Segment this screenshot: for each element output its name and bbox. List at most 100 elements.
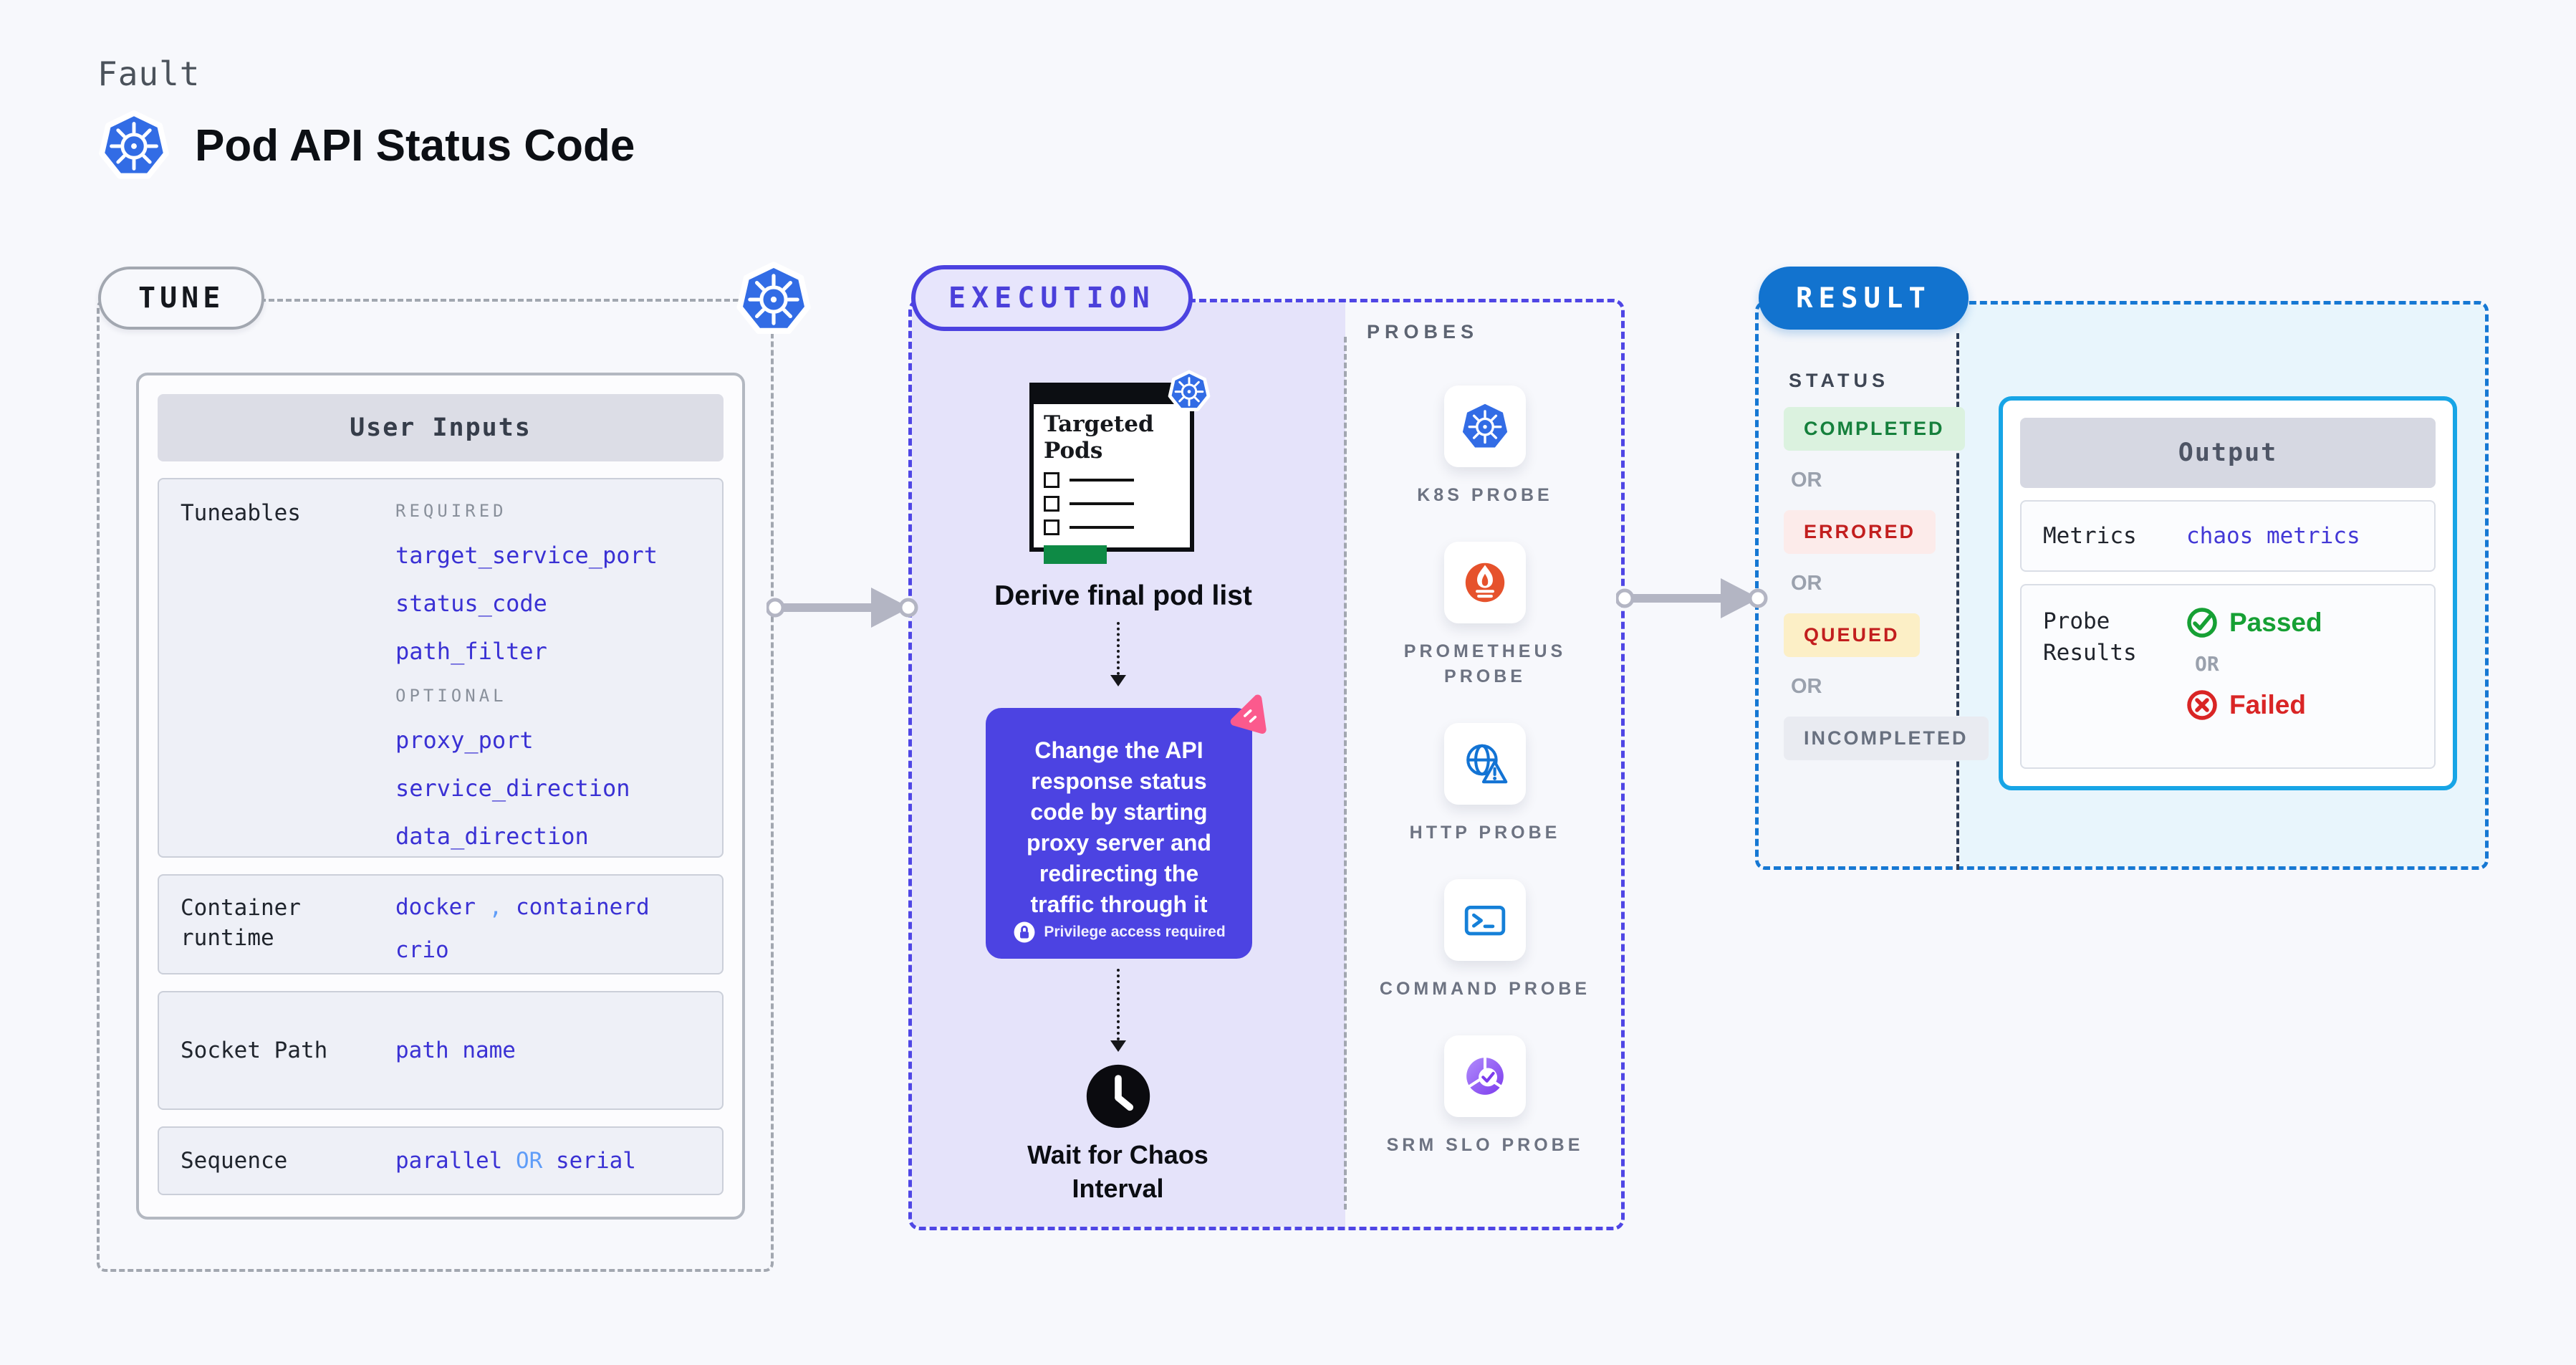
result-separator xyxy=(1956,333,1959,870)
socket-path-label: Socket Path xyxy=(181,1038,328,1063)
kubernetes-icon xyxy=(732,257,815,341)
page-header: Pod API Status Code xyxy=(95,105,635,186)
list-line xyxy=(1070,479,1134,482)
param-link[interactable]: path_filter xyxy=(395,638,547,665)
param-link[interactable]: data_direction xyxy=(395,823,589,850)
tuneables-params: REQUIRED target_service_port status_code… xyxy=(395,498,658,850)
probe-results-label: Probe Results xyxy=(2043,608,2137,666)
output-card: Output Metrics chaos metrics Probe Resul… xyxy=(1999,396,2457,790)
or-text: OR xyxy=(1791,469,1822,492)
tuneables-row: Tuneables REQUIRED target_service_port s… xyxy=(158,478,724,858)
sequence-value: serial xyxy=(555,1148,636,1174)
targeted-pods-card: Targeted Pods xyxy=(1029,383,1194,564)
status-column-bg xyxy=(1759,305,1960,866)
probe-card xyxy=(1444,1035,1526,1117)
passed-line: Passed xyxy=(2186,607,2322,638)
runtime-separator: , xyxy=(489,894,503,920)
tune-to-execution-arrow xyxy=(766,582,918,633)
x-circle-icon xyxy=(2186,689,2218,721)
clock-icon xyxy=(1084,1062,1153,1131)
sequence-row: Sequence parallel OR serial xyxy=(158,1126,724,1195)
container-runtime-label: Container runtime xyxy=(181,895,301,951)
param-link[interactable]: service_direction xyxy=(395,775,630,802)
privilege-note-text: Privilege access required xyxy=(1044,924,1226,940)
chaos-action-text: Change the API response status code by s… xyxy=(1027,737,1211,917)
result-section-pill: RESULT xyxy=(1759,267,1969,330)
runtime-value: crio xyxy=(395,937,449,963)
probe-card xyxy=(1443,385,1526,467)
checkbox-icon xyxy=(1044,496,1059,512)
lock-icon xyxy=(1012,920,1037,944)
probe-label: K8S PROBE xyxy=(1417,485,1553,505)
metrics-row: Metrics chaos metrics xyxy=(2020,500,2436,572)
chaos-action-card: Change the API response status code by s… xyxy=(986,708,1252,959)
tuneables-label: Tuneables xyxy=(181,500,301,526)
wait-chaos-caption: Wait for Chaos Interval xyxy=(1027,1140,1208,1203)
kubernetes-icon xyxy=(1461,402,1509,451)
failed-line: Failed xyxy=(2186,689,2322,721)
targeted-pods-title: Targeted Pods xyxy=(1044,411,1154,464)
runtime-value: containerd xyxy=(516,894,650,920)
socket-path-value: path name xyxy=(395,1038,516,1063)
sequence-value: parallel xyxy=(395,1148,503,1174)
probe-card xyxy=(1443,723,1526,805)
probe-results-values: Passed OR Failed xyxy=(2186,605,2322,747)
pod-list-item xyxy=(1044,496,1190,512)
kubernetes-icon xyxy=(95,105,173,186)
page-title: Pod API Status Code xyxy=(195,120,635,171)
param-link[interactable]: target_service_port xyxy=(395,542,658,569)
prometheus-flame-icon xyxy=(1461,558,1509,607)
tune-section-pill: TUNE xyxy=(98,267,265,330)
globe-warning-icon xyxy=(1461,739,1509,788)
execution-section-pill: EXECUTION xyxy=(911,265,1193,331)
user-inputs-card: User Inputs Tuneables REQUIRED target_se… xyxy=(136,373,745,1220)
sequence-values: parallel OR serial xyxy=(395,1148,636,1174)
check-circle-icon xyxy=(2186,607,2218,638)
probe-label: HTTP PROBE xyxy=(1409,823,1561,843)
status-badge: INCOMPLETED xyxy=(1784,717,1989,760)
tune-section-box xyxy=(97,299,774,1272)
output-header: Output xyxy=(2020,418,2436,488)
arrow-down-icon xyxy=(1110,1040,1126,1052)
window-title-bar xyxy=(1034,387,1190,404)
list-line xyxy=(1070,526,1134,529)
probe-item: PROMETHEUS PROBE xyxy=(1370,542,1600,689)
sequence-label: Sequence xyxy=(181,1148,288,1174)
privilege-note: Privilege access required xyxy=(986,920,1252,944)
chaos-pink-icon xyxy=(1222,689,1274,741)
probe-item: HTTP PROBE xyxy=(1410,723,1561,846)
pod-list-item xyxy=(1044,472,1190,488)
probes-separator xyxy=(1344,337,1347,1210)
fault-kicker: Fault xyxy=(97,54,201,93)
arrow-down-icon xyxy=(1110,675,1126,686)
socket-path-row: Socket Path path name xyxy=(158,991,724,1110)
green-progress-bar xyxy=(1044,545,1107,564)
metrics-label: Metrics xyxy=(2043,523,2137,549)
probe-list: K8S PROBE PROMETHEUS PROBE HTTP PROBE CO… xyxy=(1347,385,1623,1158)
status-label: STATUS xyxy=(1789,370,1889,391)
or-text: OR xyxy=(1791,572,1822,595)
list-line xyxy=(1070,502,1134,505)
param-link[interactable]: proxy_port xyxy=(395,727,534,754)
probe-card xyxy=(1443,879,1526,961)
status-badges: COMPLETED OR ERRORED OR QUEUED OR INCOMP… xyxy=(1784,407,1989,760)
param-link[interactable]: status_code xyxy=(395,590,547,617)
status-badge: COMPLETED xyxy=(1784,407,1965,451)
or-text: OR xyxy=(2195,652,2219,676)
probe-label: SRM SLO PROBE xyxy=(1386,1135,1584,1155)
status-badge: QUEUED xyxy=(1784,613,1920,657)
kubernetes-icon xyxy=(1166,367,1213,416)
probe-item: SRM SLO PROBE xyxy=(1387,1035,1584,1158)
metrics-value: chaos metrics xyxy=(2186,523,2360,549)
flow-dotted-line xyxy=(1117,969,1120,1040)
probe-item: COMMAND PROBE xyxy=(1380,879,1590,1002)
probe-label: PROMETHEUS PROBE xyxy=(1403,641,1567,686)
flow-dotted-line xyxy=(1117,622,1120,675)
status-badge: ERRORED xyxy=(1784,510,1936,554)
probes-title: PROBES xyxy=(1367,321,1479,343)
container-runtime-values: docker , containerd crio xyxy=(395,893,650,963)
derive-pod-list-caption: Derive final pod list xyxy=(994,580,1252,611)
required-group-label: REQUIRED xyxy=(395,501,507,521)
passed-text: Passed xyxy=(2229,608,2322,637)
